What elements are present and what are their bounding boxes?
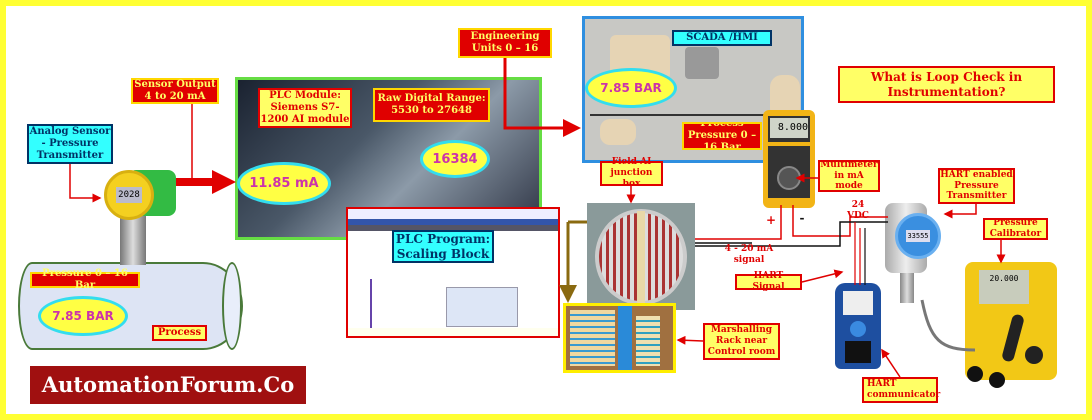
calibrator-reading: 20.000 bbox=[979, 270, 1029, 304]
automationforum-logo: AutomationForum.Co bbox=[30, 366, 306, 404]
field-jb-label: Field AI junction box bbox=[600, 157, 663, 189]
plc-program-label: PLC Program: Scaling Block bbox=[392, 230, 494, 263]
hart-communicator-label: HART communicator bbox=[862, 377, 940, 403]
process-label: Process bbox=[152, 325, 207, 341]
multimeter-reading: 8.000 bbox=[770, 118, 808, 138]
scada-label: SCADA /HMI bbox=[672, 30, 772, 46]
plus-terminal: + bbox=[765, 212, 777, 227]
signal-label: 4 - 20 mA signal bbox=[724, 244, 774, 265]
transmitter-display: 2028 bbox=[104, 170, 154, 220]
pressure-calibrator-image: 20.000 bbox=[965, 262, 1057, 388]
vdc-label: 24 VDC bbox=[847, 200, 869, 221]
hart-tx-label: HART enabled Pressure Transmitter bbox=[938, 168, 1015, 204]
minus-terminal: - bbox=[799, 210, 805, 225]
analog-sensor-label: Analog Sensor - Pressure Transmitter bbox=[27, 124, 113, 164]
hart-signal-label: HART Signal bbox=[735, 271, 802, 292]
signal-arrow bbox=[212, 170, 236, 194]
hart-communicator-image bbox=[835, 283, 881, 369]
scada-value: 7.85 BAR bbox=[585, 68, 677, 108]
sensor-output-label: Sensor Output 4 to 20 mA bbox=[131, 78, 219, 104]
plc-ma-value: 11.85 mA bbox=[237, 162, 331, 205]
process-value: 7.85 BAR bbox=[38, 296, 128, 336]
hart-tx-reading: 33555 bbox=[906, 230, 930, 242]
plc-raw-value: 16384 bbox=[420, 140, 490, 178]
pressure-transmitter-image bbox=[120, 213, 146, 265]
pressure-range-label: Pressure 0 – 16 Bar bbox=[30, 268, 140, 291]
process-pressure-label: Process Pressure 0 – 16 Bar bbox=[682, 122, 762, 150]
page-title: What is Loop Check in Instrumentation? bbox=[838, 66, 1055, 103]
multimeter-image: 8.000 bbox=[763, 110, 815, 208]
hart-transmitter-stem bbox=[900, 273, 914, 303]
plc-module-label: PLC Module: Siemens S7-1200 AI module bbox=[258, 88, 352, 128]
plc-program-screenshot bbox=[346, 207, 560, 338]
junction-box-image bbox=[587, 203, 695, 310]
marshalling-label: Marshalling Rack near Control room bbox=[703, 323, 780, 360]
multimeter-label: Multimeter in mA mode bbox=[818, 160, 880, 192]
raw-range-label: Raw Digital Range: 5530 to 27648 bbox=[373, 88, 490, 122]
marshalling-rack-image bbox=[563, 303, 676, 373]
calibrator-label: Pressure Calibrator bbox=[983, 218, 1048, 240]
engineering-units-label: Engineering Units 0 – 16 bbox=[458, 28, 552, 58]
pipe-end bbox=[222, 262, 242, 350]
hart-transmitter-display: 33555 bbox=[895, 213, 941, 259]
transmitter-reading: 2028 bbox=[116, 187, 142, 203]
